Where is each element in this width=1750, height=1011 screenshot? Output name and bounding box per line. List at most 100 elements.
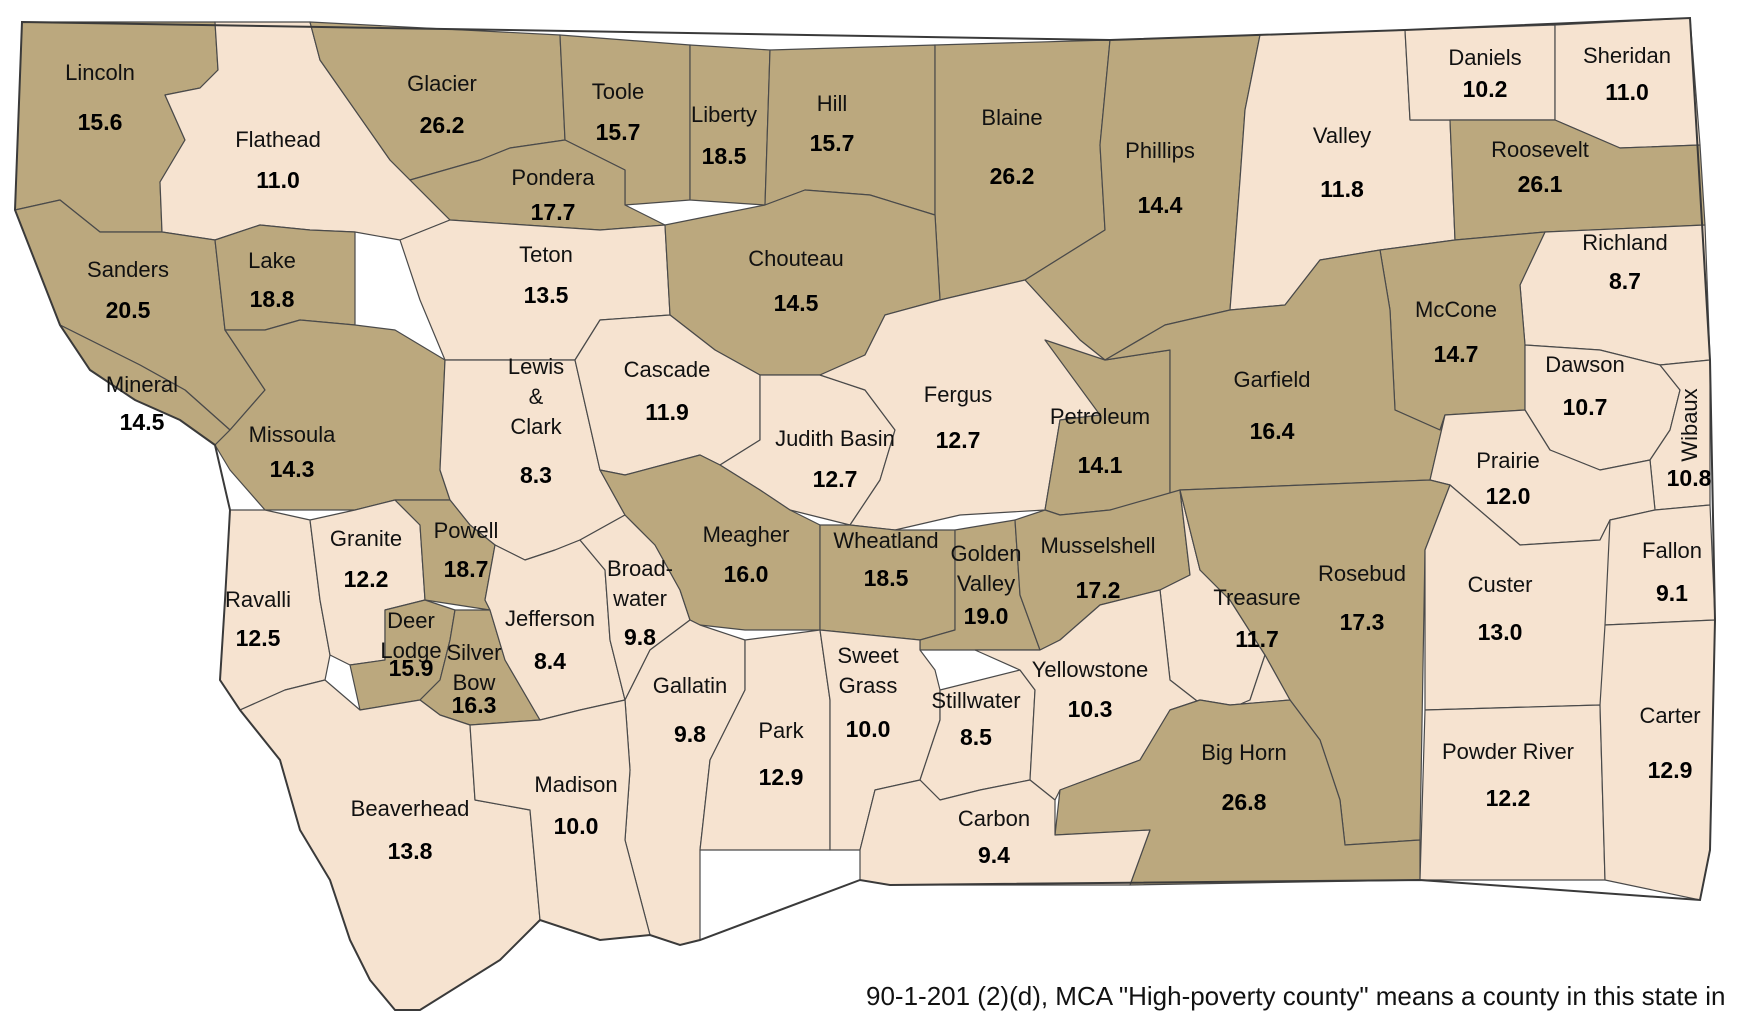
county-value-meagher: 16.0 <box>724 561 769 587</box>
county-value-sheridan: 11.0 <box>1605 79 1649 105</box>
county-value-deer-lodge: 15.9 <box>389 655 434 681</box>
county-shapes <box>14 17 1716 1011</box>
county-value-pondera: 17.7 <box>531 199 576 225</box>
county-lake[interactable] <box>214 224 356 331</box>
county-name-pondera: Pondera <box>511 165 595 190</box>
county-value-jefferson: 8.4 <box>534 648 566 674</box>
county-value-wheatland: 18.5 <box>864 565 909 591</box>
county-value-rosebud: 17.3 <box>1340 609 1385 635</box>
county-value-musselshell: 17.2 <box>1076 577 1121 603</box>
county-value-missoula: 14.3 <box>270 456 315 482</box>
county-name-fallon: Fallon <box>1642 538 1702 563</box>
county-name-richland: Richland <box>1582 230 1668 255</box>
county-value-carter: 12.9 <box>1648 757 1693 783</box>
county-name-wibaux: Wibaux <box>1677 388 1702 461</box>
county-value-petroleum: 14.1 <box>1078 452 1123 478</box>
county-value-golden-valley: 19.0 <box>964 603 1009 629</box>
county-name-glacier: Glacier <box>407 71 477 96</box>
county-name-sheridan: Sheridan <box>1583 43 1671 68</box>
county-name-madison: Madison <box>534 772 617 797</box>
county-name-mccone: McCone <box>1415 297 1497 322</box>
county-name-gallatin: Gallatin <box>653 673 728 698</box>
county-value-teton: 13.5 <box>524 282 569 308</box>
county-missoula[interactable] <box>214 319 451 511</box>
county-name-custer: Custer <box>1468 572 1533 597</box>
county-value-valley: 11.8 <box>1320 176 1364 202</box>
county-value-lake: 18.8 <box>250 286 295 312</box>
county-name-yellowstone: Yellowstone <box>1032 657 1149 682</box>
county-value-chouteau: 14.5 <box>774 290 819 316</box>
county-name-powder-river: Powder River <box>1442 739 1574 764</box>
county-name-stillwater: Stillwater <box>931 688 1020 713</box>
county-value-big-horn: 26.8 <box>1222 789 1267 815</box>
county-fallon[interactable] <box>1604 504 1716 626</box>
county-name-sanders: Sanders <box>87 257 169 282</box>
county-value-yellowstone: 10.3 <box>1068 696 1113 722</box>
county-value-gallatin: 9.8 <box>674 721 706 747</box>
county-value-toole: 15.7 <box>596 119 641 145</box>
state-border <box>13 16 1717 1011</box>
county-name-beaverhead: Beaverhead <box>351 796 470 821</box>
county-value-richland: 8.7 <box>1609 268 1641 294</box>
county-value-lincoln: 15.6 <box>78 109 123 135</box>
county-name-carbon: Carbon <box>958 806 1030 831</box>
county-value-blaine: 26.2 <box>990 163 1035 189</box>
county-name-roosevelt: Roosevelt <box>1491 137 1589 162</box>
county-value-garfield: 16.4 <box>1250 418 1295 444</box>
county-name-carter: Carter <box>1639 703 1700 728</box>
county-mccone[interactable] <box>1379 231 1546 431</box>
county-name-broadwater: Broad-water <box>607 556 673 611</box>
county-value-stillwater: 8.5 <box>960 724 992 750</box>
county-name-liberty: Liberty <box>691 102 757 127</box>
county-name-jefferson: Jefferson <box>505 606 595 631</box>
county-value-mccone: 14.7 <box>1434 341 1479 367</box>
county-name-valley: Valley <box>1313 123 1371 148</box>
county-name-blaine: Blaine <box>981 105 1042 130</box>
county-name-mineral: Mineral <box>106 372 178 397</box>
county-name-big-horn: Big Horn <box>1201 740 1287 765</box>
county-name-petroleum: Petroleum <box>1050 404 1150 429</box>
county-daniels[interactable] <box>1404 24 1556 121</box>
county-name-wheatland: Wheatland <box>833 528 938 553</box>
county-name-flathead: Flathead <box>235 127 321 152</box>
county-value-cascade: 11.9 <box>645 399 689 425</box>
county-value-custer: 13.0 <box>1478 619 1523 645</box>
county-value-powder-river: 12.2 <box>1486 785 1531 811</box>
county-name-judith-basin: Judith Basin <box>775 426 895 451</box>
county-value-sanders: 20.5 <box>106 297 151 323</box>
county-value-hill: 15.7 <box>810 130 855 156</box>
county-name-park: Park <box>758 718 804 743</box>
county-name-hill: Hill <box>817 91 848 116</box>
county-value-granite: 12.2 <box>344 566 389 592</box>
county-name-teton: Teton <box>519 242 573 267</box>
county-name-fergus: Fergus <box>924 382 992 407</box>
county-name-lincoln: Lincoln <box>65 60 135 85</box>
county-value-judith-basin: 12.7 <box>813 466 858 492</box>
county-value-liberty: 18.5 <box>702 143 747 169</box>
county-name-musselshell: Musselshell <box>1041 533 1156 558</box>
county-name-meagher: Meagher <box>703 522 790 547</box>
county-name-rosebud: Rosebud <box>1318 561 1406 586</box>
county-madison[interactable] <box>469 699 651 941</box>
county-meagher[interactable] <box>599 454 821 631</box>
county-value-fallon: 9.1 <box>1656 580 1688 606</box>
county-name-powell: Powell <box>434 518 499 543</box>
county-name-phillips: Phillips <box>1125 138 1195 163</box>
county-name-garfield: Garfield <box>1233 367 1310 392</box>
county-name-treasure: Treasure <box>1213 585 1300 610</box>
county-value-silver-bow: 16.3 <box>452 692 497 718</box>
county-value-daniels: 10.2 <box>1463 76 1508 102</box>
statute-footnote: 90-1-201 (2)(d), MCA "High-poverty count… <box>866 981 1726 1011</box>
county-value-lewis-clark: 8.3 <box>520 462 552 488</box>
county-value-ravalli: 12.5 <box>236 625 281 651</box>
county-value-mineral: 14.5 <box>120 409 165 435</box>
county-big-horn[interactable] <box>1054 699 1421 886</box>
county-value-dawson: 10.7 <box>1563 394 1608 420</box>
county-value-flathead: 11.0 <box>256 167 300 193</box>
county-name-granite: Granite <box>330 526 402 551</box>
county-value-roosevelt: 26.1 <box>1518 171 1563 197</box>
county-name-missoula: Missoula <box>249 422 337 447</box>
